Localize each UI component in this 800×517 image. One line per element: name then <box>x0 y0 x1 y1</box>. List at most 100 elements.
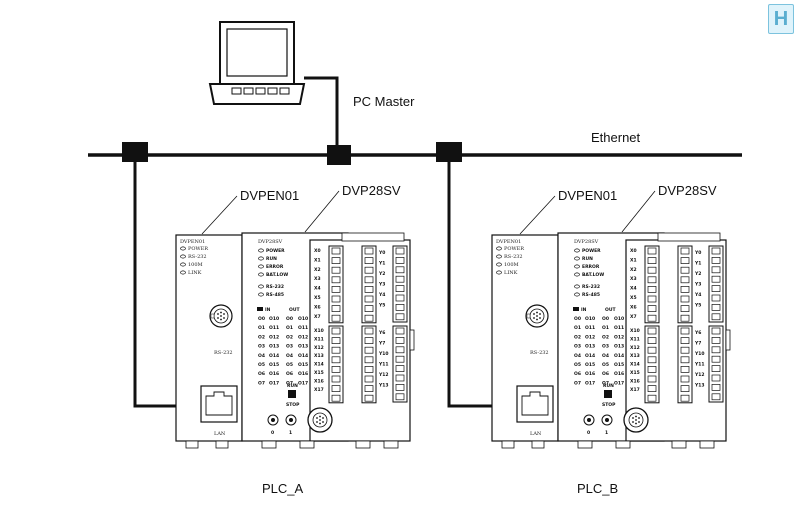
y-output-label: Y12 <box>694 372 705 378</box>
x-input-label: X16 <box>314 378 324 384</box>
terminal-screw <box>395 247 405 255</box>
terminal-screw <box>395 313 405 321</box>
lan-port-icon <box>516 385 554 423</box>
status-led <box>258 264 264 269</box>
port-pin <box>319 419 321 421</box>
io-led-label: O5 <box>286 362 293 368</box>
terminal-screw <box>364 276 374 284</box>
terminal-screw <box>395 327 405 335</box>
x-input-label: X2 <box>314 267 321 273</box>
status-led <box>496 254 502 259</box>
io-led-label: O7 <box>602 380 609 386</box>
terminal-screw <box>364 346 374 354</box>
bus-tap-plc-b <box>436 142 462 162</box>
ethernet-label: Ethernet <box>591 130 641 145</box>
dvp28sv-top-rail <box>341 232 405 242</box>
terminal-screw <box>711 384 721 391</box>
terminal-screw <box>647 314 657 322</box>
terminal-screw <box>331 286 341 293</box>
terminal-screw <box>395 365 405 372</box>
comm-port-center <box>289 418 293 422</box>
y-output-label: Y10 <box>378 351 389 357</box>
dvpen01-title: DVPEN01 <box>496 239 521 245</box>
status-led <box>574 264 580 269</box>
terminal-screw <box>364 257 374 264</box>
io-led-label: O12 <box>614 334 624 340</box>
x-input-label: X2 <box>630 267 637 273</box>
x-input-label: X7 <box>314 314 321 320</box>
plc-a-label: PLC_A <box>262 481 304 496</box>
y-output-label: Y5 <box>378 303 385 309</box>
dvpen01-title: DVPEN01 <box>180 239 205 245</box>
io-led-label: O0 <box>286 316 293 322</box>
callout-dvp28sv-label: DVP28SV <box>342 183 401 198</box>
x-input-label: X13 <box>630 353 640 359</box>
terminal-block <box>644 245 660 324</box>
terminal-screw <box>647 327 657 335</box>
run-label: RUN <box>287 383 298 389</box>
port-number-label: 1 <box>605 430 608 436</box>
din-clip <box>215 440 229 449</box>
io-led-label: O12 <box>269 334 279 340</box>
dvp28sv-module: DVP28SVPOWERRUNERRORBAT.LOWRS-232RS-485I… <box>557 232 731 449</box>
status-led <box>258 292 264 297</box>
terminal-screw <box>647 394 657 402</box>
terminal-screw <box>711 337 721 344</box>
io-led-label: O16 <box>269 371 279 377</box>
callout-dvp28sv-a: DVP28SV <box>304 183 401 233</box>
run-stop-switch <box>288 390 296 398</box>
terminal-screw <box>395 294 405 302</box>
terminal-screw <box>711 313 721 321</box>
terminal-block <box>361 325 377 404</box>
port-pin <box>322 417 324 419</box>
y-output-label: Y11 <box>378 362 389 368</box>
terminal-screw <box>331 346 341 354</box>
corner-logo-badge: H <box>768 4 794 34</box>
rs232-label: RS-232 <box>530 350 549 356</box>
port-number-label: 1 <box>289 430 292 436</box>
status-led <box>258 256 264 261</box>
port-pin <box>533 313 535 315</box>
port-pin <box>316 417 318 419</box>
status-led <box>574 272 580 277</box>
terminal-block <box>328 245 344 324</box>
x-input-label: X4 <box>630 286 637 292</box>
y-output-label: Y7 <box>378 341 385 347</box>
terminal-screw <box>364 305 374 312</box>
port-pin <box>539 317 541 319</box>
port-pin <box>322 421 324 423</box>
run-stop-switch <box>604 390 612 398</box>
io-led-label: O2 <box>602 334 609 340</box>
y-output-label: Y4 <box>378 292 385 298</box>
terminal-screw <box>680 286 690 293</box>
terminal-screw <box>680 295 690 303</box>
led-label: ERROR <box>266 264 284 270</box>
status-led <box>496 270 502 275</box>
terminal-screw <box>647 257 657 264</box>
io-led-label: O17 <box>269 380 279 386</box>
io-led-label: O10 <box>614 316 624 322</box>
terminal-screw <box>711 275 721 283</box>
stop-label: STOP <box>602 402 616 408</box>
din-clip <box>699 440 715 449</box>
lan-socket <box>521 391 549 416</box>
y-output-label: Y3 <box>378 282 385 288</box>
lan-label: LAN <box>530 431 542 437</box>
y-output-label: Y6 <box>378 330 385 336</box>
status-led <box>258 284 264 289</box>
terminal-screw <box>680 276 690 284</box>
terminal-screw <box>680 257 690 264</box>
y-output-label: Y2 <box>694 271 701 277</box>
terminal-screw <box>395 393 405 401</box>
run-label: RUN <box>603 383 614 389</box>
side-latch <box>725 329 731 351</box>
io-led-label: O5 <box>574 362 581 368</box>
din-clip <box>261 440 277 449</box>
io-led-label: O3 <box>258 344 265 350</box>
terminal-screw <box>711 355 721 363</box>
din-clip <box>615 440 631 449</box>
io-led-label: O2 <box>286 334 293 340</box>
led-label: 100M <box>504 262 519 268</box>
y-output-label: Y0 <box>694 250 701 256</box>
